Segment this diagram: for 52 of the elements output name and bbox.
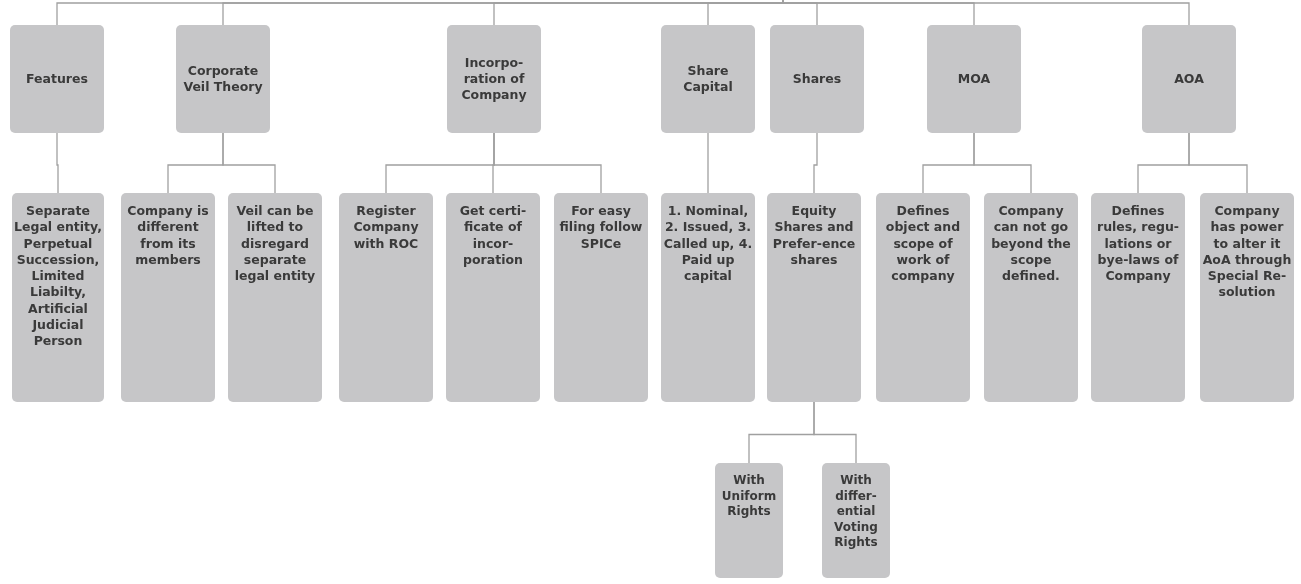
box-text: Incorpo-ration of Company (460, 54, 528, 104)
category-box (176, 25, 270, 133)
box-text: Company has power to alter it AoA through Special Re-solution (1202, 203, 1292, 301)
connector-line (56, 132, 59, 194)
connector-line (813, 401, 857, 464)
box-text: Register Company with ROC (352, 203, 420, 252)
connector-line (222, 132, 276, 194)
box-text: MOA (957, 70, 991, 88)
detail-box (876, 193, 970, 402)
category-box (447, 25, 541, 133)
box-text: Company is different from its members (126, 203, 210, 268)
detail-box (554, 193, 648, 402)
detail-box (661, 193, 755, 402)
box-text: With Uniform Rights (720, 473, 778, 520)
connector-line (493, 132, 602, 194)
box-text: Shares (792, 70, 842, 88)
box-text: Get certi-ficate of incor-poration (458, 203, 528, 268)
connector-line (973, 132, 1032, 194)
category-box (1142, 25, 1236, 133)
box-text: Corporate Veil Theory (182, 62, 264, 96)
box-text: Equity Shares and Prefer-ence shares (771, 203, 857, 268)
detail-box (339, 193, 433, 402)
box-text: 1. Nominal, 2. Issued, 3. Called up, 4. Paid up capital (663, 203, 753, 285)
detail-box (121, 193, 215, 402)
detail-box (1200, 193, 1294, 402)
category-box (661, 25, 755, 133)
detail-box (228, 193, 322, 402)
connector-line (1188, 132, 1248, 194)
box-text: AOA (1174, 70, 1204, 88)
box-text: For easy filing follow SPICe (558, 203, 644, 252)
category-box (10, 25, 104, 133)
detail-box (984, 193, 1078, 402)
detail-box (12, 193, 104, 402)
connector-line (707, 132, 709, 194)
connector-line (707, 0, 784, 26)
box-text: Veil can be lifted to disregard separate legal entity (233, 203, 317, 285)
box-text: Share Capital (682, 62, 734, 96)
detail-box (822, 463, 890, 578)
detail-box (1091, 193, 1185, 402)
box-text: Defines rules, regu-lations or bye-laws of Company (1095, 203, 1180, 285)
category-box (927, 25, 1021, 133)
box-text: Separate Legal entity, Perpetual Succession, Limited Liabilty, Artificial Judicial Person (14, 203, 102, 350)
box-text: Company can not go beyond the scope defined. (990, 203, 1072, 285)
connector-line (813, 132, 818, 194)
detail-box (446, 193, 540, 402)
box-text: Features (26, 70, 88, 88)
detail-box (767, 193, 861, 402)
box-text: With differ-ential Voting Rights (833, 473, 879, 551)
connector-line (782, 0, 1190, 26)
detail-box (715, 463, 783, 578)
category-box (770, 25, 864, 133)
box-text: Defines object and scope of work of company (884, 203, 962, 285)
